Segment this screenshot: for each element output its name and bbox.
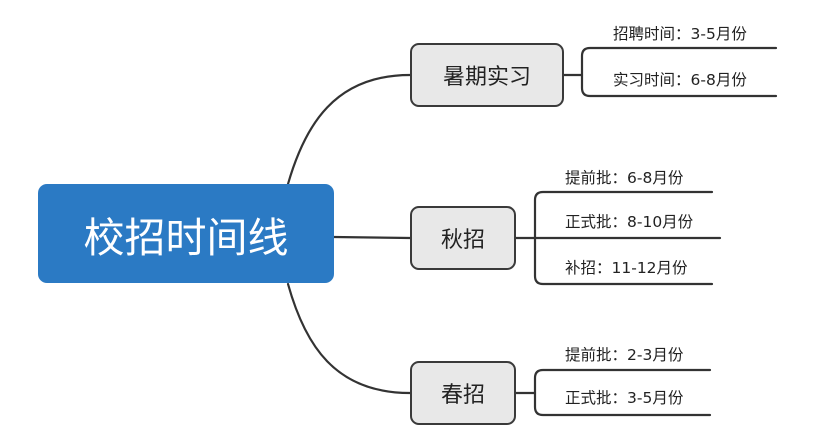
leaf-summer-recruit-time: 招聘时间：3-5月份	[613, 25, 747, 43]
connector-autumn-bracket	[533, 190, 714, 286]
leaf-spring-early-batch: 提前批：2-3月份	[565, 346, 684, 364]
branch-spring-recruit[interactable]: 春招	[410, 361, 516, 425]
leaf-summer-intern-time: 实习时间：6-8月份	[613, 71, 747, 89]
connector-root-spring	[286, 282, 412, 395]
connector-root-summer	[286, 73, 412, 186]
root-node[interactable]: 校招时间线	[38, 184, 334, 283]
root-label: 校招时间线	[83, 213, 289, 262]
branch-summer-internship[interactable]: 暑期实习	[410, 43, 564, 107]
branch-summer-label: 暑期实习	[442, 65, 531, 90]
leaf-spring-regular-batch: 正式批：3-5月份	[565, 389, 684, 407]
branch-spring-label: 春招	[440, 383, 485, 408]
leaf-autumn-regular-batch: 正式批：8-10月份	[565, 213, 694, 231]
connector-summer-bracket	[580, 46, 778, 98]
connector-root-autumn	[332, 235, 412, 240]
leaf-autumn-early-batch: 提前批：6-8月份	[565, 169, 684, 187]
branch-autumn-label: 秋招	[440, 228, 485, 253]
leaf-autumn-supplementary: 补招：11-12月份	[565, 259, 688, 277]
branch-autumn-recruit[interactable]: 秋招	[410, 206, 516, 270]
connector-spring-bracket	[533, 368, 712, 417]
